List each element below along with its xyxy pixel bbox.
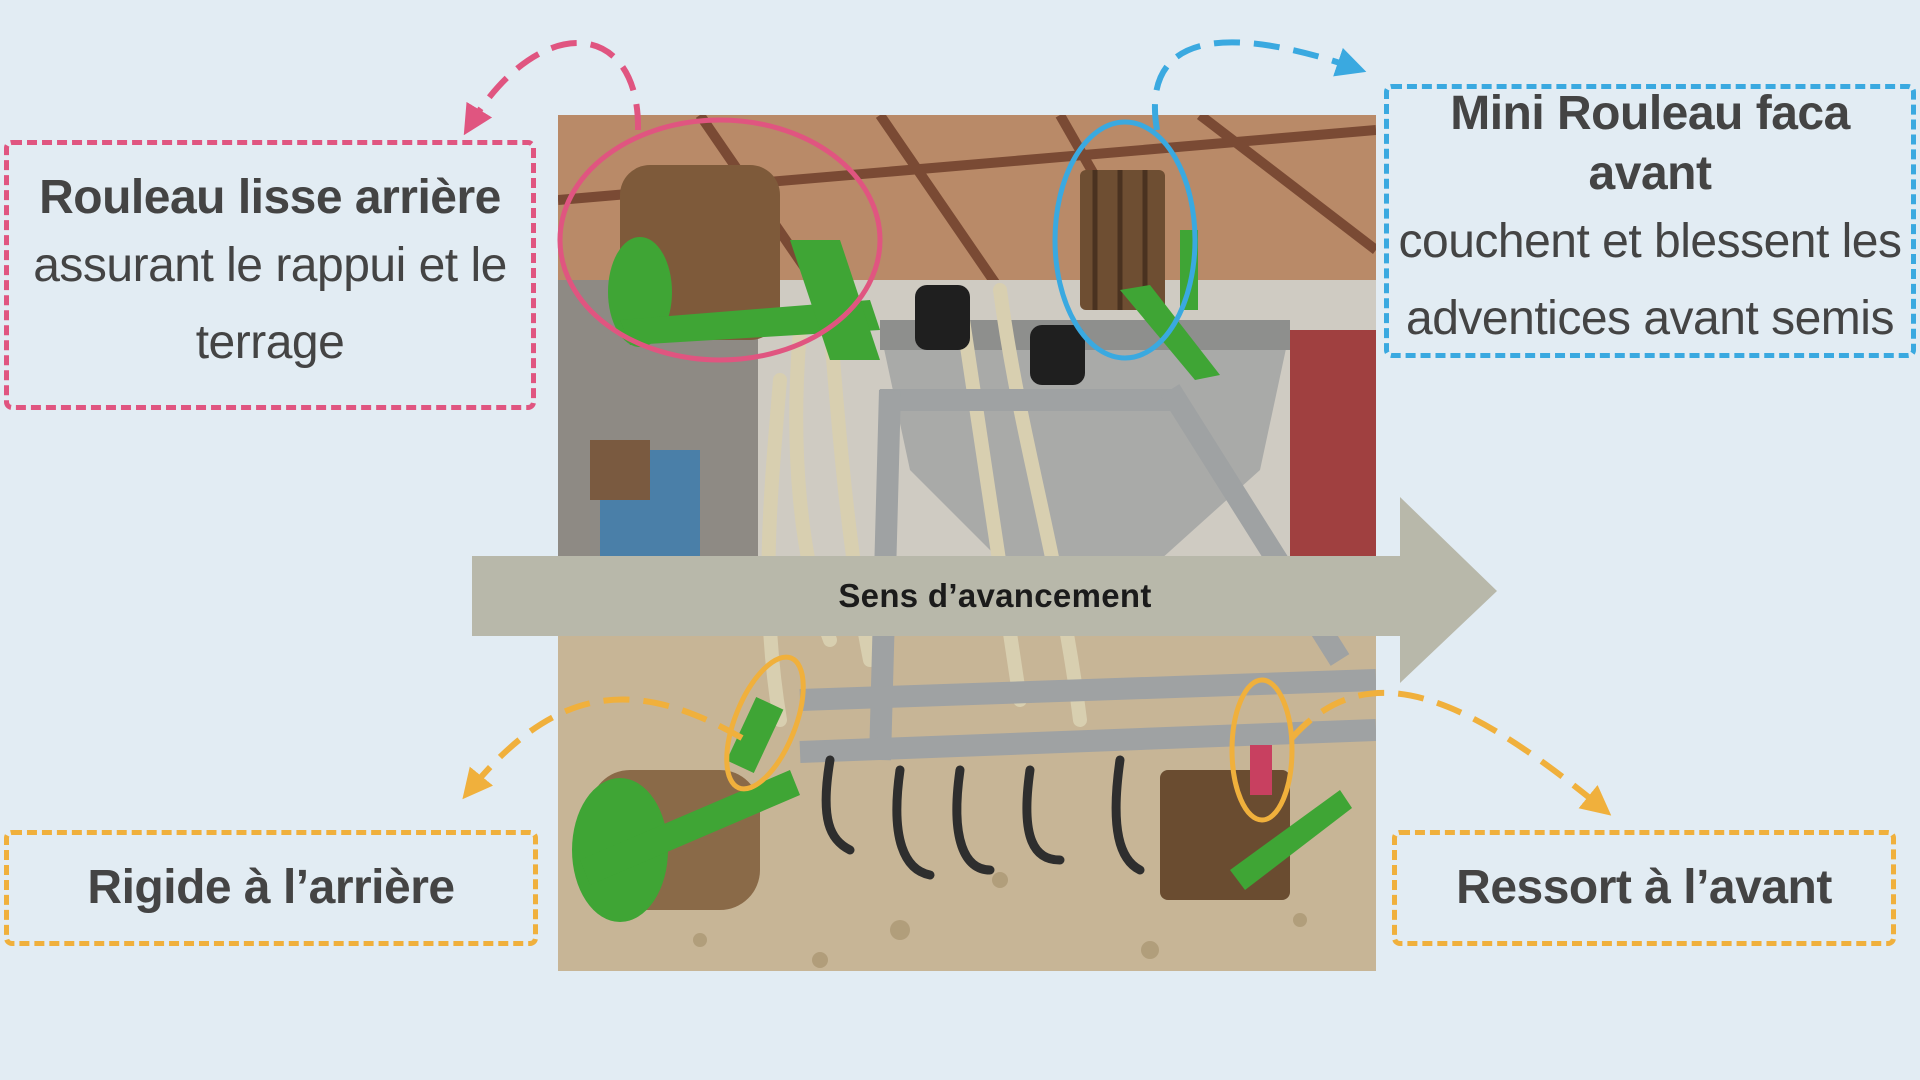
rear-roller-title: Rouleau lisse arrière	[39, 171, 501, 225]
seed-hopper	[880, 330, 1290, 560]
spring-front-callout: Ressort à l’avant	[1392, 830, 1896, 946]
direction-arrow-label: Sens d’avancement	[838, 577, 1152, 614]
spring-front-title: Ressort à l’avant	[1456, 861, 1832, 914]
front-roller-description: couchent et blessent les adventices avan…	[1398, 215, 1903, 345]
direction-arrow-shape	[472, 497, 1497, 683]
rear-roller-callout: Rouleau lisse arrière assurant le rappui…	[4, 140, 536, 410]
front-roller-callout: Mini Rouleau faca avant couchent et bles…	[1384, 84, 1916, 358]
rear-roller-description: assurant le rappui et le terrage	[33, 239, 507, 369]
front-roller-title: Mini Rouleau faca avant	[1450, 87, 1850, 201]
rigid-rear-title: Rigide à l’arrière	[87, 861, 455, 914]
rigid-rear-callout: Rigide à l’arrière	[4, 830, 538, 946]
